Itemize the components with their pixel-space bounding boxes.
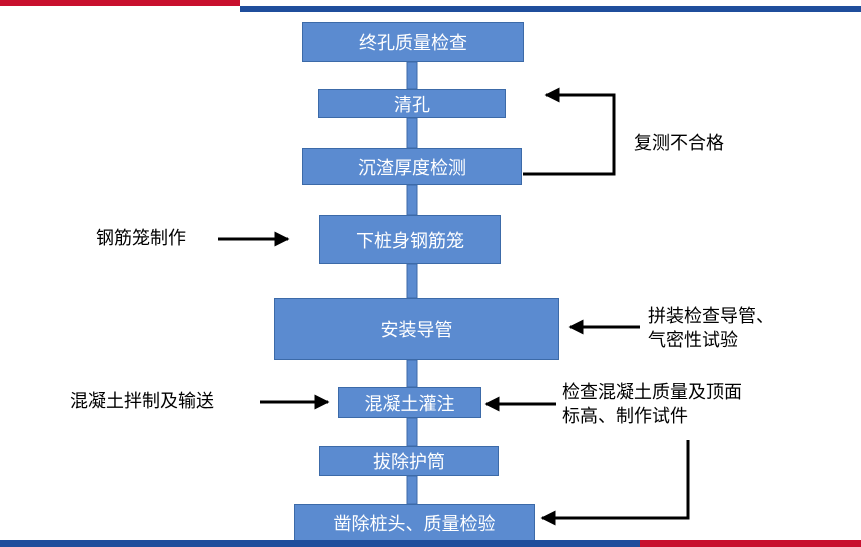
step-label: 凿除桩头、质量检验	[333, 514, 496, 535]
step-label: 清孔	[394, 94, 430, 116]
step-hole-cleaning: 清孔	[318, 89, 506, 118]
note-pipe-check: 拼装检查导管、 气密性试验	[648, 305, 774, 353]
step-label: 沉渣厚度检测	[358, 157, 466, 179]
top-red-stripe	[0, 0, 240, 6]
bottom-blue-stripe	[0, 540, 640, 547]
bottom-red-stripe	[640, 540, 861, 547]
note-line: 拼装检查导管、	[648, 306, 774, 327]
step-sediment-test: 沉渣厚度检测	[302, 148, 522, 185]
connector-5-6	[406, 359, 418, 388]
step-lower-cage: 下桩身钢筋笼	[319, 215, 501, 264]
connector-6-7	[406, 417, 418, 447]
note-line: 气密性试验	[648, 330, 738, 351]
step-label: 下桩身钢筋笼	[356, 230, 464, 252]
step-chisel-and-inspect: 凿除桩头、质量检验	[294, 504, 535, 542]
note-concrete-mixing: 混凝土拌制及输送	[70, 391, 214, 412]
step-remove-casing: 拔除护筒	[319, 446, 499, 476]
step-pour-concrete: 混凝土灌注	[338, 387, 481, 418]
step-label: 安装导管	[380, 320, 453, 341]
connector-1-2	[406, 61, 418, 90]
step-label: 混凝土灌注	[364, 393, 455, 415]
note-line: 检查混凝土质量及顶面	[562, 382, 742, 403]
note-line: 标高、制作试件	[562, 406, 688, 427]
connector-3-4	[406, 184, 418, 216]
connector-4-5	[406, 263, 418, 299]
note-cage-fabrication: 钢筋笼制作	[96, 228, 186, 249]
step-install-pipe: 安装导管	[274, 298, 559, 360]
bottom-decor-bar	[0, 538, 861, 547]
note-concrete-quality: 检查混凝土质量及顶面 标高、制作试件	[562, 381, 742, 429]
step-final-hole-check: 终孔质量检查	[302, 22, 524, 62]
retest-loop-arrow	[523, 87, 616, 176]
step-label: 终孔质量检查	[359, 33, 467, 54]
connector-2-3	[406, 117, 418, 149]
connector-7-8	[406, 475, 418, 505]
top-decor-bar	[0, 0, 861, 14]
note-retest-failed: 复测不合格	[634, 133, 724, 154]
step-label: 拔除护筒	[373, 452, 445, 473]
top-blue-stripe	[240, 6, 861, 12]
final-check-arrow	[540, 440, 690, 526]
